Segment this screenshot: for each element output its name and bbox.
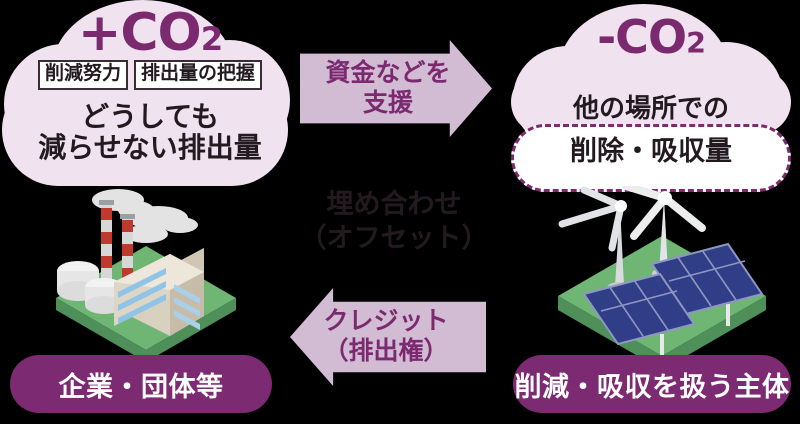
- center-offset-note: 埋め合わせ （オフセット）: [288, 188, 500, 256]
- pill-left-text: 企業・団体等: [58, 371, 224, 403]
- arrow-right-label-line1: 資金などを: [325, 58, 451, 87]
- left-cloud-headline: +CO2: [0, 7, 300, 59]
- label-reduction-absorption-entity: 削減・吸収を扱う主体: [513, 355, 791, 413]
- center-offset-line1: 埋め合わせ: [326, 189, 462, 220]
- solar-panel-array: [582, 272, 696, 356]
- left-headline-subscript: 2: [200, 20, 223, 58]
- pill-right-text: 削減・吸収を扱う主体: [514, 371, 790, 403]
- left-headline-text: +CO: [77, 3, 202, 63]
- right-headline-text: -CO: [597, 10, 687, 64]
- smoke-plume: [92, 189, 198, 243]
- arrow-right-label: 資金などを 支援: [300, 58, 476, 118]
- arrow-right-icon: [300, 40, 492, 137]
- center-offset-line2: （オフセット）: [299, 222, 489, 254]
- left-cloud-body: どうしても 減らせない排出量: [0, 101, 300, 164]
- right-headline-subscript: 2: [686, 27, 706, 60]
- left-cloud-body-line1: どうしても: [81, 100, 219, 133]
- tag-emission-tracking: 排出量の把握: [134, 60, 263, 90]
- window-band: [174, 284, 200, 330]
- right-cloud-dashed-bubble: [511, 124, 791, 192]
- factory-illustration: [56, 189, 236, 362]
- wind-turbine: [622, 186, 706, 280]
- window-band: [118, 268, 166, 324]
- storage-tank: [85, 278, 123, 314]
- office-building: [114, 254, 204, 336]
- label-companies-organizations: 企業・団体等: [10, 355, 272, 413]
- tag-reduction-effort: 削減努力: [37, 60, 128, 90]
- wind-turbine: [558, 186, 631, 294]
- right-cloud-body-line2: 削除・吸収量: [570, 136, 732, 167]
- left-cloud-tag-row: 削減努力 排出量の把握: [0, 60, 300, 90]
- arrow-left-label-line2: （排出権）: [323, 336, 449, 365]
- arrow-right-label-line2: 支援: [362, 88, 413, 117]
- arrow-left-label: クレジット （排出権）: [298, 306, 474, 366]
- right-cloud-shape: [503, 0, 799, 196]
- cloud-base: [511, 70, 791, 134]
- cloud-base: [2, 74, 288, 186]
- renewable-energy-illustration: [558, 186, 766, 368]
- right-cloud-body-line1: 他の場所での: [572, 94, 729, 124]
- left-cloud-body-line2: 減らせない排出量: [38, 131, 262, 165]
- arrow-left-label-line1: クレジット: [323, 306, 449, 335]
- right-cloud-headline: -CO2: [503, 14, 799, 60]
- arrow-left-icon: [290, 288, 486, 386]
